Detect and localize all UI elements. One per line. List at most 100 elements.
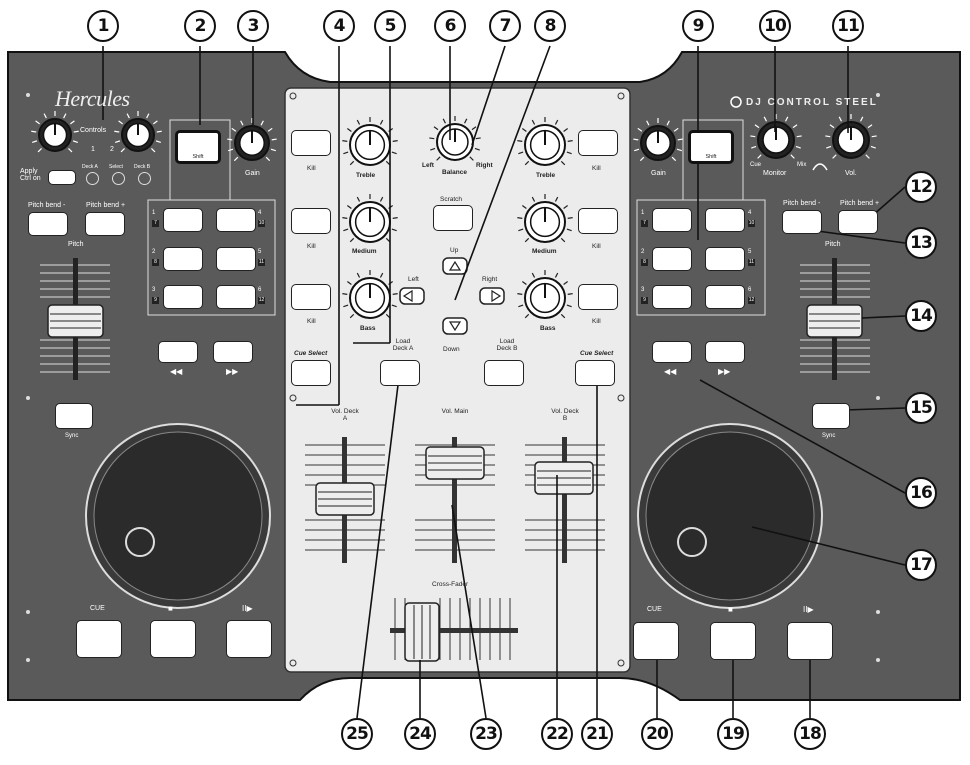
- control-2-label: 2: [110, 146, 114, 153]
- cue-select-button-right[interactable]: [575, 360, 615, 386]
- vol-deck-a-label: Vol. Deck A: [331, 408, 359, 422]
- control-1-label: 1: [91, 146, 95, 153]
- medium-label-left: Medium: [352, 248, 377, 255]
- shift-label: Shift: [192, 154, 204, 160]
- pad-right-9-shift: 9: [641, 297, 648, 304]
- balance-right-label: Right: [476, 162, 493, 169]
- play-pause-button-left[interactable]: [226, 620, 272, 658]
- bass-knob-left[interactable]: [342, 270, 398, 319]
- headphone-icon: [812, 163, 828, 171]
- cue-button-left[interactable]: [76, 620, 122, 658]
- kill-label-4: Kill: [592, 165, 601, 172]
- shift-button-left[interactable]: Shift: [175, 130, 221, 164]
- callout-18: 18: [794, 718, 826, 750]
- pad-right-5-num: 5: [748, 249, 752, 255]
- callout-8: 8: [534, 10, 566, 42]
- kill-bass-right[interactable]: [578, 284, 618, 310]
- callout-22: 22: [541, 718, 573, 750]
- controls-knob-2[interactable]: [114, 111, 162, 153]
- treble-knob-right[interactable]: [517, 117, 573, 166]
- callout-5: 5: [374, 10, 406, 42]
- pad-right-3[interactable]: [652, 285, 692, 309]
- kill-bass-left[interactable]: [291, 284, 331, 310]
- sync-button-right[interactable]: [812, 403, 850, 429]
- load-deck-b-button[interactable]: [484, 360, 524, 386]
- medium-knob-left[interactable]: [342, 194, 398, 243]
- rewind-icon-left: ◀◀: [170, 367, 183, 376]
- pad-right-5[interactable]: [705, 247, 745, 271]
- shift-button-right[interactable]: Shift: [688, 130, 734, 164]
- pad-right-2[interactable]: [652, 247, 692, 271]
- rewind-button-right[interactable]: [652, 341, 692, 363]
- kill-label-1: Kill: [307, 165, 316, 172]
- callout-24: 24: [404, 718, 436, 750]
- sync-button-left[interactable]: [55, 403, 93, 429]
- bass-label-right: Bass: [540, 325, 556, 332]
- deck-a-label: Deck A: [82, 164, 98, 170]
- cue-button-right[interactable]: [633, 622, 679, 660]
- balance-knob[interactable]: [429, 116, 481, 161]
- play-pause-button-right[interactable]: [787, 622, 833, 660]
- callout-12: 12: [905, 171, 937, 203]
- rewind-icon-right: ◀◀: [664, 367, 677, 376]
- pad-right-3-num: 3: [641, 287, 645, 293]
- scratch-button[interactable]: [433, 205, 473, 231]
- cue-select-button-left[interactable]: [291, 360, 331, 386]
- pad-left-2-num: 2: [152, 249, 156, 255]
- monitor-knob[interactable]: [750, 114, 802, 159]
- apply-ctrl-button[interactable]: [48, 170, 76, 185]
- pad-left-5-num: 5: [258, 249, 262, 255]
- gain-knob-left[interactable]: [227, 118, 277, 162]
- kill-medium-right[interactable]: [578, 208, 618, 234]
- product-logo: DJ CONTROL STEEL: [746, 97, 878, 108]
- pad-left-3[interactable]: [163, 285, 203, 309]
- forward-button-right[interactable]: [705, 341, 745, 363]
- pad-right-1[interactable]: [652, 208, 692, 232]
- pad-left-2[interactable]: [163, 247, 203, 271]
- gain-label-left: Gain: [245, 170, 260, 177]
- callout-21: 21: [581, 718, 613, 750]
- callout-19: 19: [717, 718, 749, 750]
- load-deck-a-label: Load Deck A: [392, 338, 414, 352]
- pad-right-6[interactable]: [705, 285, 745, 309]
- forward-button-left[interactable]: [213, 341, 253, 363]
- rewind-button-left[interactable]: [158, 341, 198, 363]
- kill-treble-right[interactable]: [578, 130, 618, 156]
- pad-right-8-shift: 8: [641, 259, 648, 266]
- deck-a-led: [86, 172, 99, 185]
- bass-knob-right[interactable]: [517, 270, 573, 319]
- pad-right-10-shift: 10: [748, 220, 755, 227]
- kill-medium-left[interactable]: [291, 208, 331, 234]
- pitch-bend-plus-right[interactable]: [838, 210, 878, 234]
- stop-button-right[interactable]: [710, 622, 756, 660]
- pad-left-8-shift: 8: [152, 259, 159, 266]
- pad-left-6[interactable]: [216, 285, 256, 309]
- pad-left-1[interactable]: [163, 208, 203, 232]
- pitch-bend-minus-right[interactable]: [782, 210, 822, 234]
- pad-left-5[interactable]: [216, 247, 256, 271]
- callout-2: 2: [184, 10, 216, 42]
- pitch-bend-minus-left[interactable]: [28, 212, 68, 236]
- pitch-bend-plus-left[interactable]: [85, 212, 125, 236]
- stop-button-left[interactable]: [150, 620, 196, 658]
- gain-knob-right[interactable]: [633, 118, 683, 162]
- deck-b-label: Deck B: [134, 164, 151, 170]
- medium-knob-right[interactable]: [517, 194, 573, 243]
- load-deck-a-button[interactable]: [380, 360, 420, 386]
- callout-20: 20: [641, 718, 673, 750]
- callout-6: 6: [434, 10, 466, 42]
- pad-left-4[interactable]: [216, 208, 256, 232]
- pad-left-7-shift: 7: [152, 220, 159, 227]
- play-pause-icon-right: II▶: [803, 605, 814, 614]
- pitch-bend-plus-label-left: Pitch bend +: [86, 202, 126, 209]
- volume-fader-main-knob: [425, 446, 485, 480]
- controls-knob-1[interactable]: [31, 111, 79, 153]
- kill-treble-left[interactable]: [291, 130, 331, 156]
- pitch-label-right: Pitch: [825, 241, 841, 248]
- stop-icon-left: ■: [168, 604, 173, 613]
- volume-knob[interactable]: [825, 114, 877, 159]
- pad-right-4[interactable]: [705, 208, 745, 232]
- balance-left-label: Left: [422, 162, 434, 169]
- sync-label-right: Sync: [822, 433, 836, 439]
